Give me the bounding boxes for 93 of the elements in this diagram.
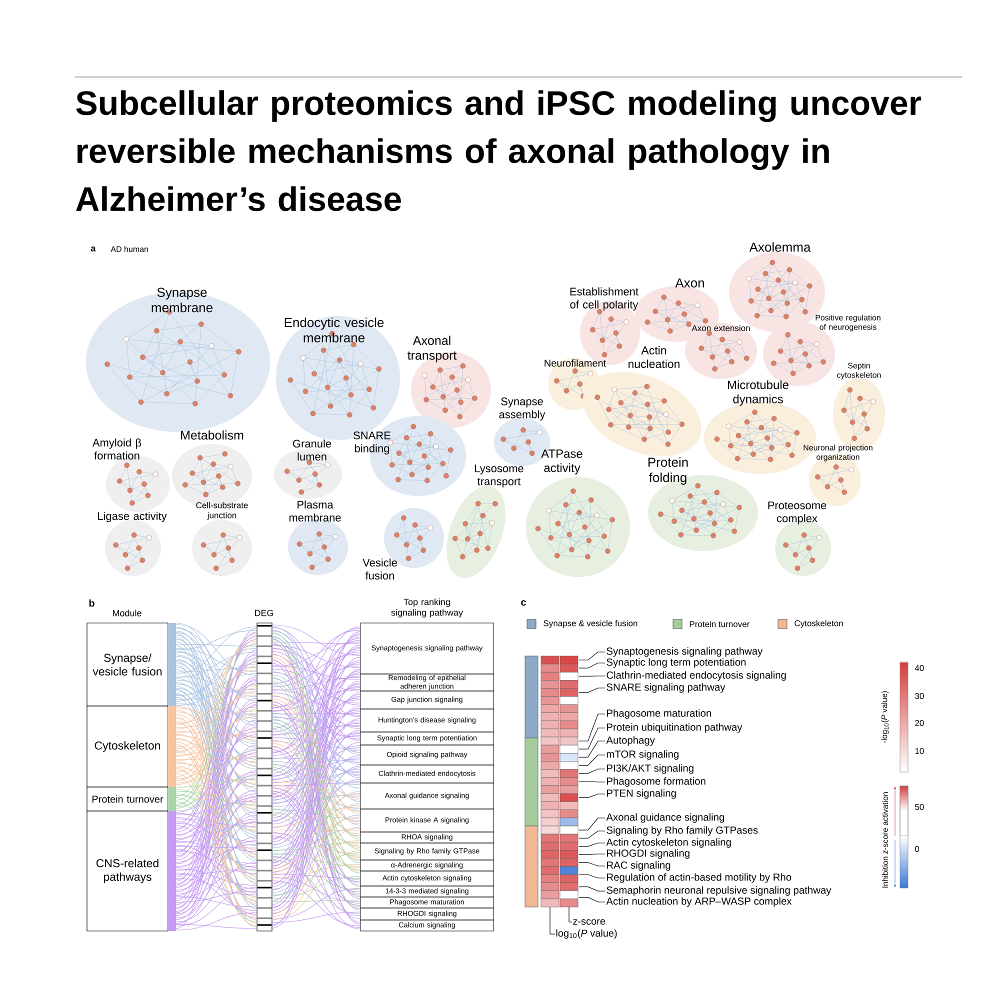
panel-letter: a xyxy=(90,246,96,252)
network-cluster: Plasma membrane xyxy=(288,500,348,575)
pathway-label: Phagosome formation xyxy=(607,777,706,787)
module-box: Protein turnover xyxy=(86,786,168,812)
leader-line xyxy=(578,854,606,855)
axis-title: Inhibition z-score activation xyxy=(882,792,888,888)
pathway-label: PI3K/AKT signaling xyxy=(607,764,694,774)
node-label: Septin cytoskeleton xyxy=(837,362,881,380)
network-cluster: Proteosome complex xyxy=(768,502,831,576)
leader-line xyxy=(578,842,606,847)
axis-label: z-score xyxy=(573,919,606,925)
pathway-label: mTOR signaling xyxy=(606,750,678,760)
leader-line xyxy=(578,728,606,750)
leader-line xyxy=(578,794,606,798)
panel-letter: c xyxy=(521,600,526,606)
network-cluster: Granule lumen xyxy=(274,439,342,499)
column-header: Top ranking signaling pathway xyxy=(391,598,463,618)
leader-line xyxy=(578,768,606,774)
panel-subtitle: AD human xyxy=(110,246,148,252)
network-cluster: Vesicle fusion xyxy=(362,508,444,580)
tick-label: 40 xyxy=(914,665,924,672)
title: Subcellular proteomics and iPSC modeling uncover reversible mechanisms of axonal pathology in Alzheimer’s disease xyxy=(76,90,922,212)
node-label: Granule xyxy=(292,439,332,448)
leader-line xyxy=(578,886,606,892)
leader-line xyxy=(578,874,606,878)
network-cluster: Cell-substrate junction xyxy=(192,502,252,576)
node-label: Actin nucleation xyxy=(628,346,680,368)
pathway-label: Synaptogenesis signaling pathway xyxy=(606,647,763,657)
axis-label: log$_{10}$(P value) xyxy=(556,929,617,939)
pathway-label: RAC signaling xyxy=(607,861,670,871)
tick-label: 10 xyxy=(915,748,924,754)
network-cluster: ATPase activity xyxy=(526,450,630,577)
pathway-label: RHOGDI signaling xyxy=(607,849,690,859)
network-cluster: Axon extension xyxy=(685,323,757,379)
node-label: Neuronal projection xyxy=(804,444,872,452)
legend-label: Synapse & vesicle fusion xyxy=(544,620,638,628)
leader-line xyxy=(578,818,606,830)
node-label: Synapse xyxy=(501,398,543,408)
pathway-label: Protein ubiquitination pathway xyxy=(607,723,742,733)
node-label: Microtubule xyxy=(728,380,788,390)
tick-label: 20 xyxy=(915,720,924,726)
pathway-label: Axonal guidance signaling xyxy=(606,813,724,823)
network-cluster: Protein folding xyxy=(648,457,758,551)
node-label: Axonal xyxy=(412,336,450,345)
node-label: fusion xyxy=(365,571,394,580)
node-label: Cell-substrate junction xyxy=(196,502,248,520)
node-label: Ligase activity xyxy=(98,512,167,522)
panel-letter: b xyxy=(89,599,94,607)
network-cluster: Ligase activity xyxy=(98,512,167,576)
pathway-label: Clathrin-mediated endocytosis signaling xyxy=(606,671,786,681)
gene-bar xyxy=(256,622,272,932)
tick-label: 0 xyxy=(915,846,920,852)
module-box: Cytoskeleton xyxy=(86,706,168,788)
leader-line xyxy=(578,688,606,693)
module-box: CNS-related pathways xyxy=(86,810,168,932)
node-label: Positive regulation xyxy=(816,314,880,322)
pathway-label: SNARE signaling pathway xyxy=(606,683,726,693)
pathway-label: Phagosome maturation xyxy=(607,709,711,719)
leader-line xyxy=(578,662,606,668)
leader-line xyxy=(578,754,606,766)
leader-line xyxy=(578,830,606,838)
node-label: Axolemma xyxy=(749,242,811,252)
pathway-label: Actin cytoskeleton signaling xyxy=(606,838,731,848)
leader-line xyxy=(578,652,606,660)
tick-label: 50 xyxy=(915,804,924,810)
node-label: ATPase activity xyxy=(541,450,582,474)
node-label: Proteosome xyxy=(768,502,826,510)
module-box: Synapse/ vesicle fusion xyxy=(86,622,168,706)
legend-label: Protein turnover xyxy=(690,620,750,628)
pathway-label: Autophagy xyxy=(606,736,655,746)
pathway-label: Synaptic long term potentiation xyxy=(606,658,746,668)
node-label: Neurofilament xyxy=(544,359,606,367)
pathway-label: Semaphorin neuronal repulsive signaling pathway xyxy=(606,886,832,896)
leader-line xyxy=(578,862,606,866)
network-cluster: Amyloid β formation xyxy=(92,438,170,512)
leader-line xyxy=(578,897,606,902)
legend-label: Cytoskeleton xyxy=(794,620,843,628)
pathway-label: Signaling by Rho family GTPases xyxy=(606,826,758,836)
leader-line xyxy=(578,714,606,742)
node-label: Metabolism xyxy=(181,430,244,440)
node-label: Axon xyxy=(675,278,704,288)
axis-title: -log$_{10}$(P value) xyxy=(881,691,889,743)
node-label: Amyloid β xyxy=(92,438,142,449)
leader-line xyxy=(578,740,606,758)
node-label: Protein xyxy=(648,457,688,467)
pathway-label: Actin nucleation by ARP–WASP complex xyxy=(606,897,792,907)
node-label: Plasma xyxy=(298,500,334,509)
pathway-label: PTEN signaling xyxy=(607,789,676,799)
pathway-label: Regulation of actin-based motility by Rho xyxy=(607,873,792,883)
tick-label: 30 xyxy=(915,693,924,700)
leader-line xyxy=(578,781,606,782)
node-label: Lysosome transport xyxy=(475,464,524,488)
node-label: Establishment xyxy=(570,287,638,296)
